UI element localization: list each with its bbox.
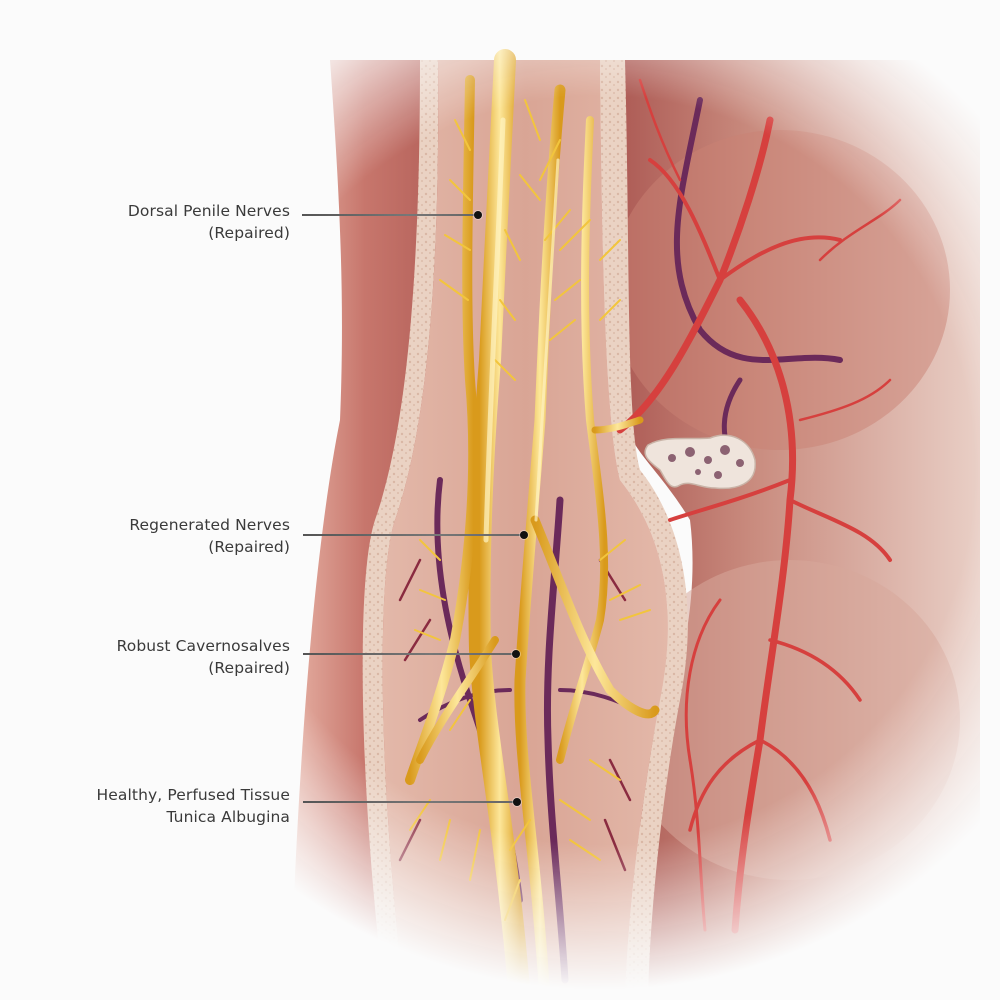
- leader-dot-dorsal-penile-nerves: [474, 211, 482, 219]
- callout-label-robust-cavernosalves: Robust Cavernosalves (Repaired): [117, 635, 290, 679]
- leader-dot-robust-cavernosalves: [512, 650, 520, 658]
- callout-title: Healthy, Perfused Tissue: [96, 786, 290, 804]
- callout-title: Dorsal Penile Nerves: [127, 202, 290, 220]
- callout-subtitle: (Repaired): [208, 659, 290, 677]
- callout-title: Regenerated Nerves: [129, 516, 290, 534]
- leader-line-healthy-perfused-tissue: [303, 801, 517, 803]
- callout-label-healthy-perfused-tissue: Healthy, Perfused Tissue Tunica Albugina: [97, 784, 291, 828]
- leader-dot-regenerated-nerves: [520, 531, 528, 539]
- leader-line-regenerated-nerves: [303, 534, 524, 536]
- callout-label-dorsal-penile-nerves: Dorsal Penile Nerves (Repaired): [128, 200, 290, 244]
- leader-dot-healthy-perfused-tissue: [513, 798, 521, 806]
- callout-subtitle: (Repaired): [208, 224, 290, 242]
- leader-line-dorsal-penile-nerves: [302, 214, 478, 216]
- callout-subtitle: Tunica Albugina: [166, 808, 290, 826]
- callout-title: Robust Cavernosalves: [116, 637, 290, 655]
- leader-line-robust-cavernosalves: [303, 653, 516, 655]
- callout-subtitle: (Repaired): [208, 538, 290, 556]
- callout-label-regenerated-nerves: Regenerated Nerves (Repaired): [129, 514, 290, 558]
